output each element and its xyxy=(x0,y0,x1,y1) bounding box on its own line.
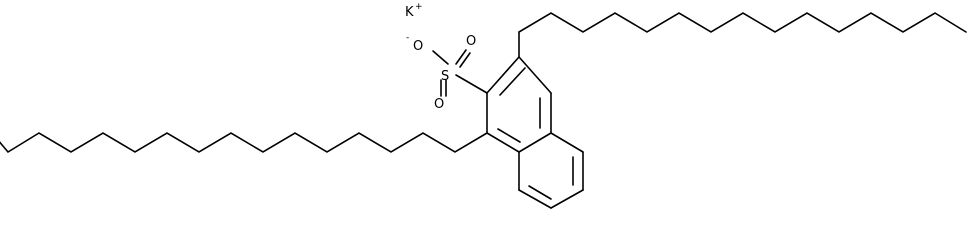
bond-s-o-upper-a xyxy=(455,49,467,65)
molecule-structure: S O O O - K + xyxy=(0,2,967,209)
bond-c2-s xyxy=(455,74,488,94)
potassium-charge: + xyxy=(415,2,423,12)
sulfonate-group xyxy=(432,49,488,97)
bond-c5-c4a xyxy=(550,132,584,153)
oxygen-anion-charge: - xyxy=(406,33,409,43)
bond-c8a-c4a xyxy=(518,132,552,153)
bond-s-o-anion xyxy=(432,50,449,65)
bond-c3-c2 xyxy=(486,56,520,94)
bond-c3-c2-inner xyxy=(499,67,526,96)
tetradecyl-chain-lower xyxy=(0,132,488,154)
oxygen-lower-label: O xyxy=(434,97,444,112)
potassium-label: K xyxy=(405,5,414,20)
oxygen-upper-label: O xyxy=(466,34,476,49)
tetradecyl-chain-upper xyxy=(518,12,967,58)
bond-c7-c6 xyxy=(550,189,584,209)
bond-c8-c7 xyxy=(518,189,552,209)
oxygen-anion-label: O xyxy=(413,39,423,54)
bond-s-o-upper-b xyxy=(459,52,471,68)
bond-c4-c3 xyxy=(518,56,552,94)
bond-c1-c8a xyxy=(486,132,520,153)
bond-c1-c8a-inner xyxy=(497,128,521,143)
naphthalene-ring-system xyxy=(486,56,584,209)
sulfur-label: S xyxy=(441,69,449,84)
bond-c8-c7-inner xyxy=(528,185,552,200)
